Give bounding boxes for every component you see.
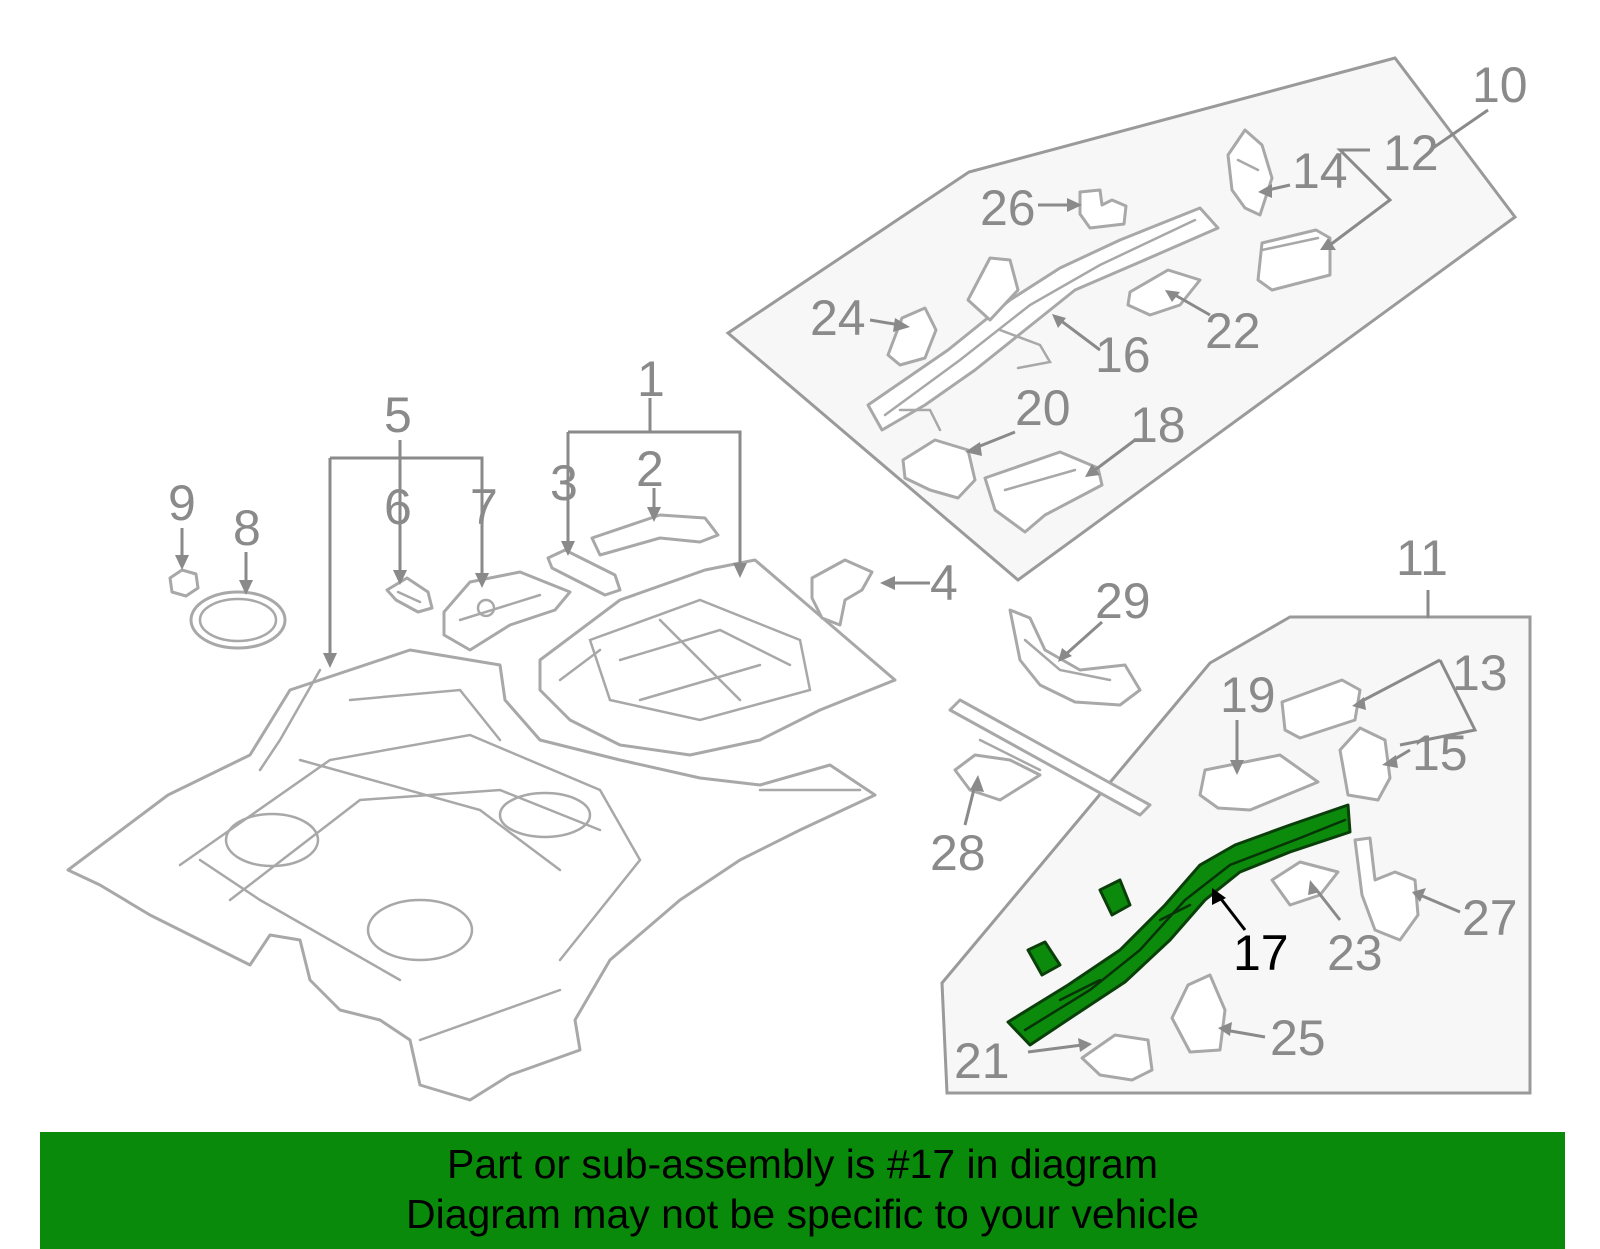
floor-panel-1 — [538, 558, 897, 757]
callout-13: 13 — [1452, 645, 1508, 701]
part-18-plate — [983, 450, 1104, 534]
callout-20: 20 — [1015, 380, 1071, 436]
part-22-bracket — [1126, 268, 1202, 317]
part-15-bracket — [1338, 726, 1392, 802]
callout-9: 9 — [168, 475, 196, 531]
callout-14: 14 — [1292, 143, 1348, 199]
part-8-ring — [189, 590, 287, 650]
part-24-bracket — [886, 306, 938, 367]
part-4-bracket — [810, 558, 874, 627]
callout-12: 12 — [1383, 125, 1439, 181]
parts-diagram: 1 2 3 4 5 6 7 8 9 10 11 12 13 14 15 16 1… — [66, 56, 1532, 1102]
callout-2: 2 — [636, 441, 664, 497]
callout-27: 27 — [1462, 890, 1518, 946]
callout-29: 29 — [1095, 573, 1151, 629]
callout-28: 28 — [930, 825, 986, 881]
callout-26: 26 — [980, 180, 1036, 236]
callout-labels: 1 2 3 4 5 6 7 8 9 10 11 12 13 14 15 16 1… — [168, 57, 1528, 1089]
part-12-box — [1256, 228, 1332, 292]
callout-11: 11 — [1396, 530, 1448, 586]
part-28-crossmember — [948, 698, 1152, 817]
callout-8: 8 — [233, 500, 261, 556]
part-25-bracket — [1170, 973, 1227, 1054]
callout-23: 23 — [1327, 925, 1383, 981]
callout-15: 15 — [1412, 725, 1468, 781]
part-17-highlighted-rail — [1006, 803, 1352, 1047]
callout-18: 18 — [1130, 397, 1186, 453]
part-29-housing — [1008, 608, 1142, 707]
callout-10: 10 — [1472, 57, 1528, 113]
part-16-rail — [866, 206, 1220, 432]
part-bracket-upper — [966, 256, 1020, 322]
part-26-bracket — [1078, 188, 1128, 230]
rear-floor-pan — [66, 648, 877, 1102]
part-14-bracket — [1226, 128, 1274, 217]
callout-1: 1 — [637, 351, 665, 407]
callout-7: 7 — [470, 479, 498, 535]
part-3-bracket — [546, 548, 622, 597]
part-20-bracket — [901, 438, 977, 500]
part-2-bar — [590, 513, 720, 557]
part-7-crossmember — [442, 570, 572, 652]
callout-16: 16 — [1095, 327, 1151, 383]
callout-24: 24 — [810, 290, 866, 346]
callout-19: 19 — [1220, 667, 1276, 723]
callout-6: 6 — [384, 479, 412, 535]
banner-line-1: Part or sub-assembly is #17 in diagram — [447, 1141, 1158, 1187]
banner-line-2: Diagram may not be specific to your vehi… — [405, 1191, 1199, 1237]
part-23-bracket — [1270, 860, 1340, 907]
part-6-bracket — [385, 576, 434, 614]
callout-17: 17 — [1233, 925, 1289, 981]
callout-21: 21 — [954, 1033, 1010, 1089]
callout-22: 22 — [1205, 303, 1261, 359]
leader-lines — [180, 108, 1489, 1054]
callout-25: 25 — [1270, 1010, 1326, 1066]
callout-4: 4 — [930, 555, 958, 611]
part-19-bracket — [1198, 753, 1320, 812]
callout-5: 5 — [384, 387, 412, 443]
part-13-box — [1280, 678, 1362, 740]
arrowheads — [175, 184, 1426, 1052]
callout-3: 3 — [550, 455, 578, 511]
part-21-box — [1080, 1033, 1154, 1082]
part-9-plug — [168, 568, 200, 598]
info-banner: Part or sub-assembly is #17 in diagram D… — [40, 1132, 1565, 1249]
